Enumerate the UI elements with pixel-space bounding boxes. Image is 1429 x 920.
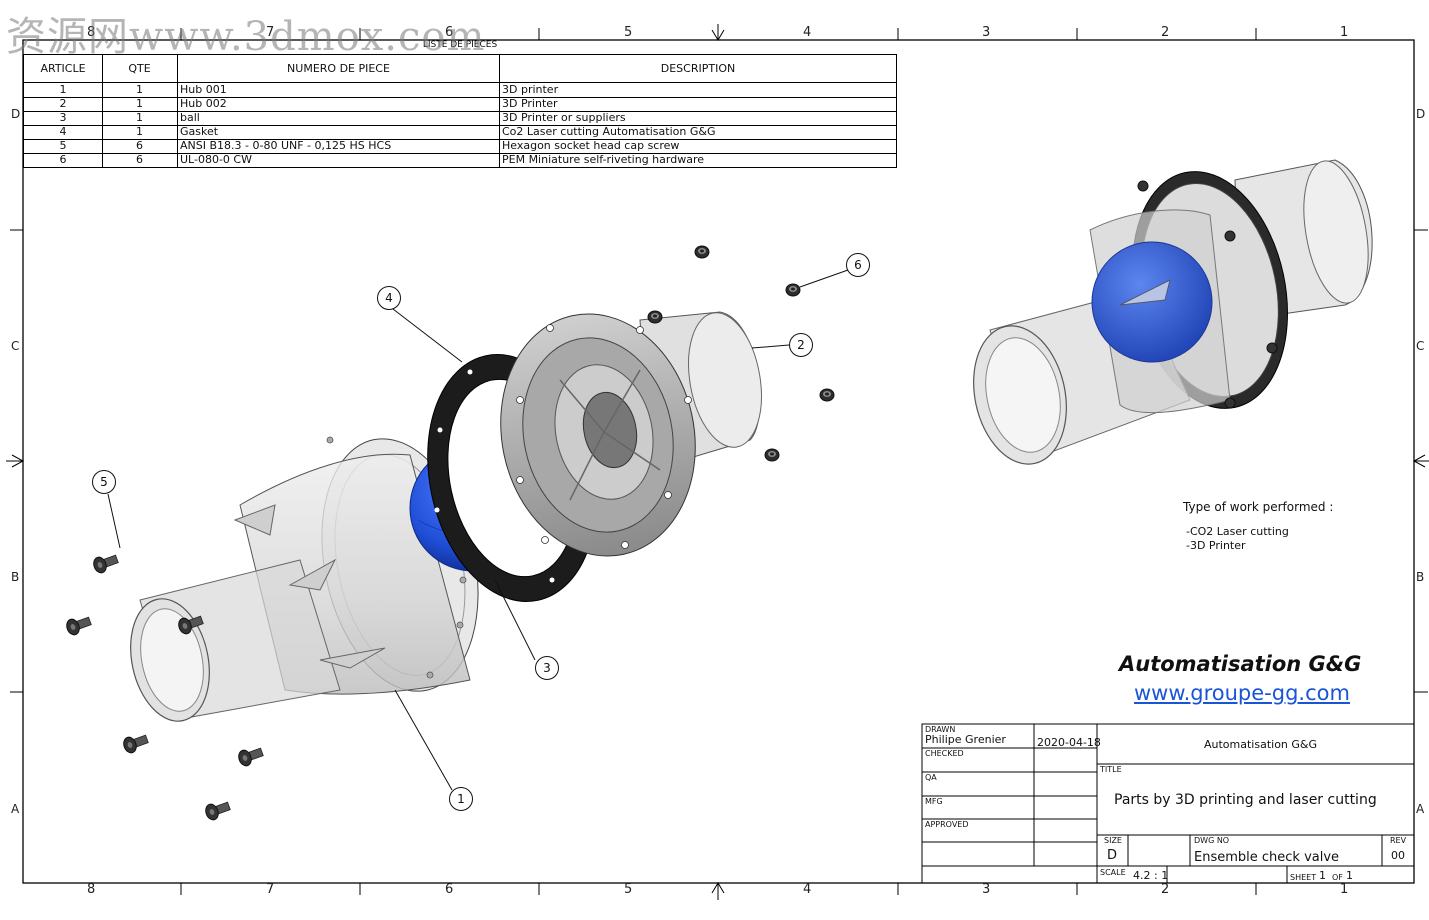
assembled-view [973,159,1373,465]
zone-letter: D [1416,107,1426,121]
title-block-company: Automatisation G&G [1204,738,1318,751]
zone-number: 1 [1340,882,1349,897]
zone-number: 2 [1161,882,1170,897]
parts-list-cell-qty: 1 [102,111,178,126]
zone-number: 1 [1340,25,1349,40]
company-website-link[interactable]: www.groupe-gg.com [1134,681,1350,705]
parts-list-header-qty: QTE [102,54,178,83]
zone-letter: C [1416,339,1425,353]
parts-list-cell-part: ball [178,111,500,126]
parts-list-cell-description: 3D Printer or suppliers [500,111,897,126]
drawn-date: 2020-04-18 [1037,736,1101,749]
zone-number: 3 [982,25,991,40]
balloon-item-2: 2 [789,333,813,357]
qa-label: QA [925,773,937,782]
parts-list-header-part: NUMERO DE PIECE [178,54,500,83]
zone-number: 3 [982,882,991,897]
watermark: 资源网www.3dmox.com [6,14,486,60]
of-value: 1 [1346,869,1353,882]
parts-list-cell-description: Hexagon socket head cap screw [500,139,897,154]
parts-list-cell-qty: 1 [102,125,178,140]
parts-list-cell-description: 3D printer [500,83,897,98]
hub-002-part [500,311,762,557]
zone-number: 6 [445,25,454,40]
parts-list-cell-qty: 1 [102,83,178,98]
of-label: OF [1332,873,1343,882]
scale-value: 4.2 : 1 [1133,869,1169,882]
zone-letter: B [1416,570,1425,584]
parts-list-cell-part: Hub 002 [178,97,500,112]
size-value: D [1107,848,1118,863]
zone-letter: A [1416,802,1425,816]
parts-list-cell-qty: 6 [102,153,178,168]
parts-list-cell-part: Hub 001 [178,83,500,98]
sheet-value: 1 [1319,869,1326,882]
drawn-label: DRAWN [925,725,956,734]
work-item: -3D Printer [1186,539,1246,552]
zone-letter: C [11,339,20,353]
zone-number: 5 [624,882,633,897]
parts-list-cell-article: 6 [23,153,103,168]
dwg-no-label: DWG NO [1194,836,1230,845]
zone-number: 4 [803,882,812,897]
balloon-item-1: 1 [449,787,473,811]
scale-label: SCALE [1100,868,1126,877]
zone-number: 2 [1161,25,1170,40]
drawing-title: Parts by 3D printing and laser cutting [1114,792,1377,808]
parts-list-cell-qty: 1 [102,97,178,112]
balloon-item-3: 3 [535,656,559,680]
approved-label: APPROVED [925,820,969,829]
zone-number: 7 [266,882,275,897]
parts-list-header-description: DESCRIPTION [500,54,897,83]
parts-list-cell-article: 1 [23,83,103,98]
parts-list-cell-article: 5 [23,139,103,154]
zone-letter: B [11,570,20,584]
title-label: TITLE [1100,765,1122,774]
size-label: SIZE [1104,836,1122,845]
zone-number: 8 [87,882,96,897]
zone-number: 5 [624,25,633,40]
balloon-item-4: 4 [377,286,401,310]
work-performed-title: Type of work performed : [1183,500,1334,514]
parts-list-header-article: ARTICLE [23,54,103,83]
parts-list-cell-description: 3D Printer [500,97,897,112]
rev-value: 00 [1391,849,1405,862]
parts-list-cell-part: ANSI B18.3 - 0-80 UNF - 0,125 HS HCS [178,139,500,154]
zone-number: 8 [87,25,96,40]
parts-list-cell-article: 4 [23,125,103,140]
parts-list-cell-qty: 6 [102,139,178,154]
parts-list-cell-description: PEM Miniature self-riveting hardware [500,153,897,168]
zone-number: 6 [445,882,454,897]
zone-letter: A [11,802,20,816]
drawn-by: Philipe Grenier [925,733,1006,746]
parts-list-cell-part: Gasket [178,125,500,140]
balloon-item-5: 5 [92,470,116,494]
work-item: -CO2 Laser cutting [1186,525,1289,538]
parts-list-cell-article: 3 [23,111,103,126]
zone-letter: D [11,107,21,121]
company-name: Automatisation G&G [1119,652,1362,676]
rev-label: REV [1390,836,1407,845]
parts-list-cell-description: Co2 Laser cutting Automatisation G&G [500,125,897,140]
parts-list-cell-article: 2 [23,97,103,112]
zone-number: 4 [803,25,812,40]
balloon-item-6: 6 [846,253,870,277]
dwg-no-value: Ensemble check valve [1194,850,1340,865]
parts-list-title: LISTE DE PIECES [23,40,897,55]
parts-list-cell-part: UL-080-0 CW [178,153,500,168]
checked-label: CHECKED [925,749,964,758]
zone-number: 7 [266,25,275,40]
mfg-label: MFG [925,797,943,806]
sheet-label: SHEET [1290,873,1317,882]
